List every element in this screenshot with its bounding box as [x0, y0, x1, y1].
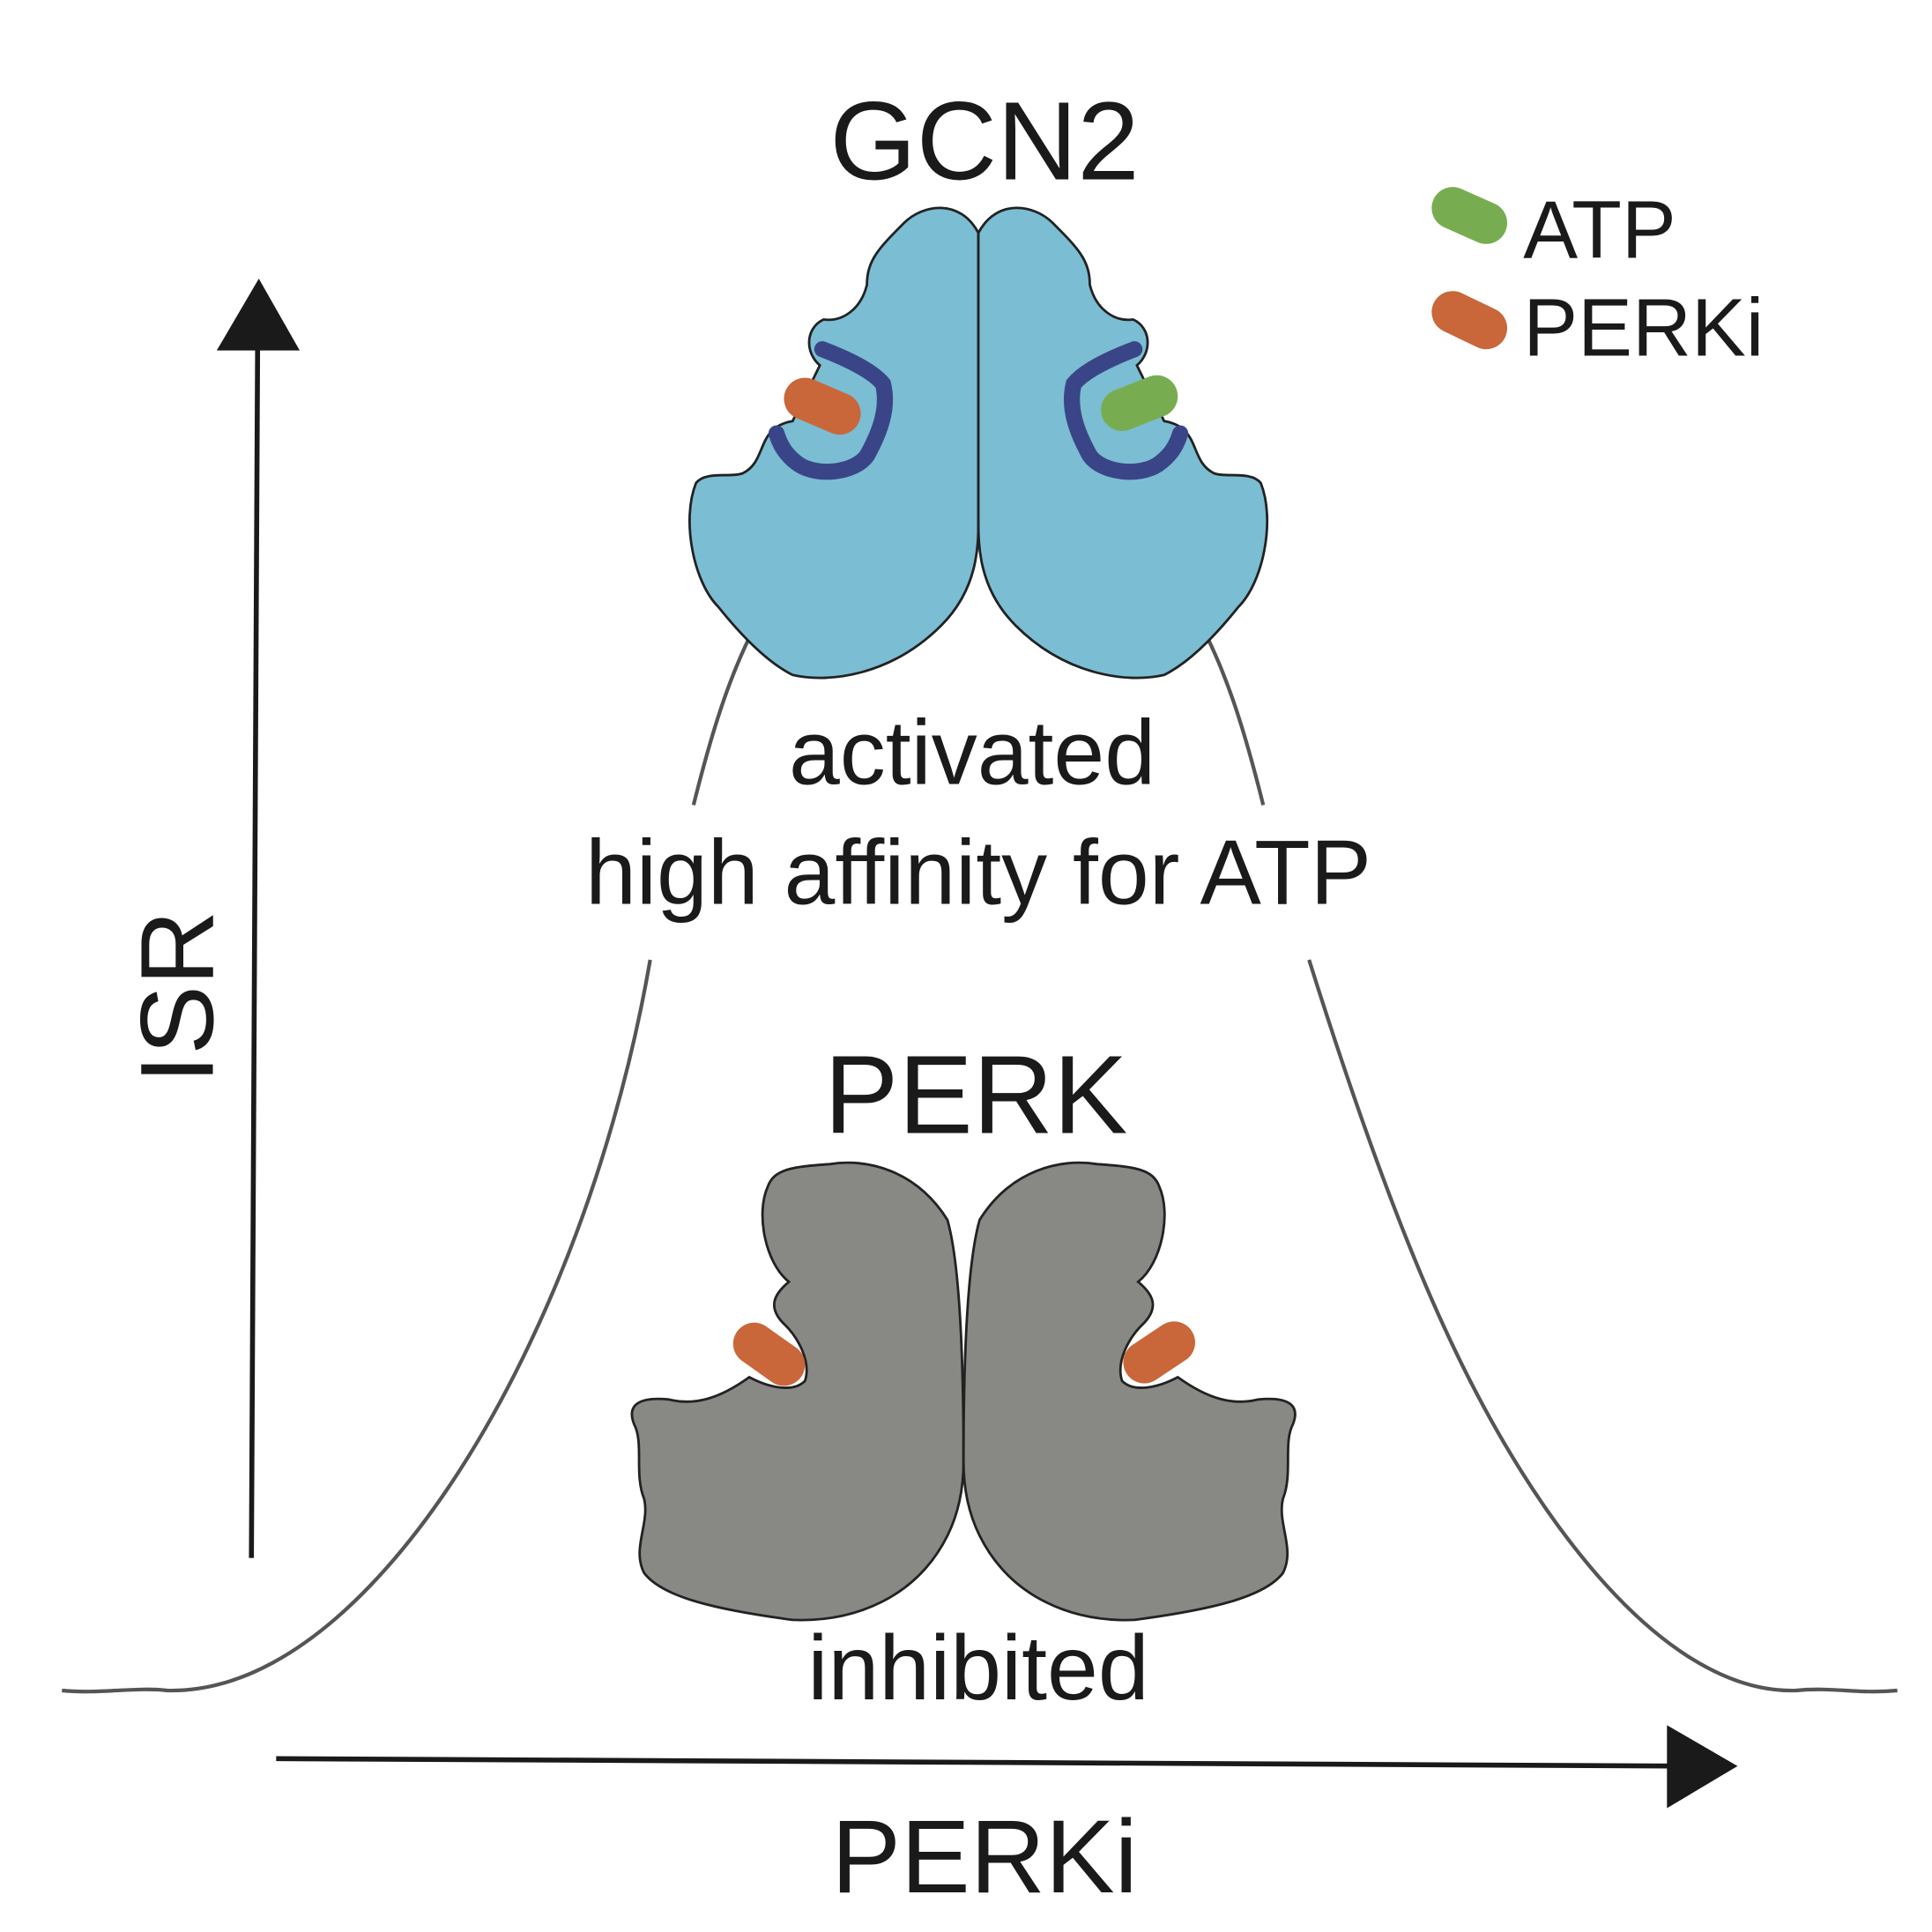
perki-molecule-perk-left [732, 1322, 806, 1386]
gcn2-left-monomer [688, 206, 980, 680]
gcn2-title: GCN2 [829, 79, 1139, 204]
isr-curve-left [62, 959, 652, 1694]
perk-left-monomer [630, 1161, 965, 1622]
isr-curve-right [1307, 959, 1898, 1694]
x-axis-arrowhead [1667, 1725, 1738, 1809]
gcn2-state: activated [789, 702, 1155, 804]
x-axis-label: PERKi [831, 1799, 1138, 1915]
isr-curve-left-upper [691, 636, 751, 806]
legend-atp-label: ATP [1523, 183, 1676, 275]
perk-dimer [630, 1161, 1297, 1622]
y-axis-arrowhead [216, 279, 301, 351]
y-axis-label: ISR [120, 910, 236, 1084]
gcn2-right-monomer [977, 206, 1269, 680]
legend: ATP PERKi [1431, 183, 1764, 373]
legend-perki-swatch [1431, 291, 1508, 350]
perki-molecule-perk-right [1123, 1321, 1195, 1384]
atp-molecule-gcn2 [1101, 375, 1178, 431]
perk-right-monomer [962, 1161, 1297, 1622]
isr-curve-right-upper [1206, 636, 1266, 806]
perki-molecule-gcn2 [784, 377, 861, 435]
gcn2-loops [768, 341, 1189, 480]
gcn2-detail: high affinity for ATP [585, 822, 1371, 925]
perk-title: PERK [824, 1033, 1127, 1157]
gcn2-dimer [688, 206, 1269, 680]
x-axis [276, 1756, 1672, 1769]
y-axis [249, 346, 261, 1558]
perk-state: inhibited [807, 1617, 1148, 1720]
legend-perki-label: PERKi [1523, 281, 1764, 373]
legend-atp-swatch [1431, 187, 1508, 244]
